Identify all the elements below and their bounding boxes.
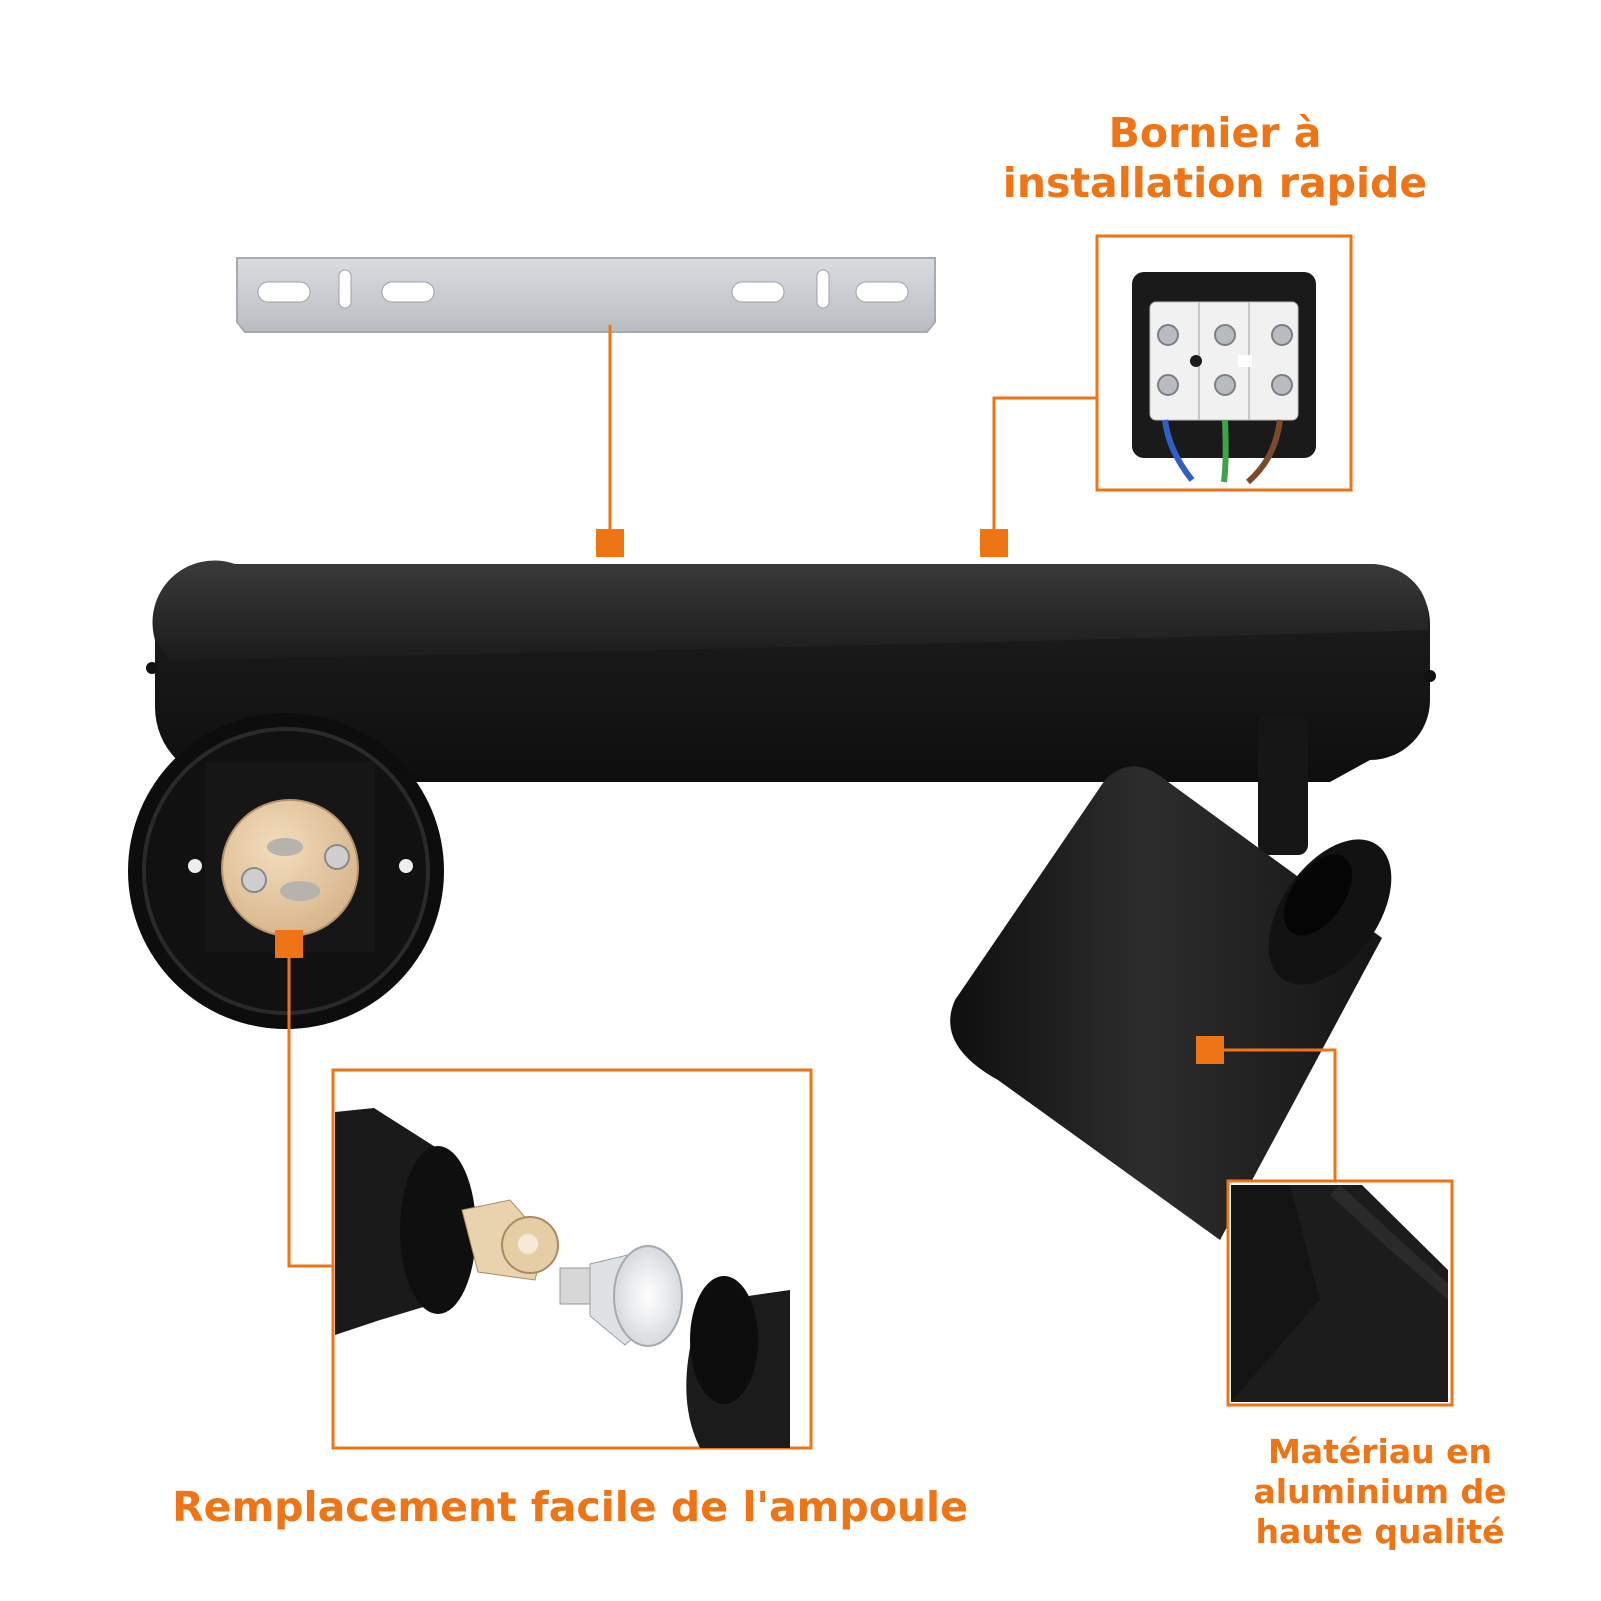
material-caption-line-1: Matériau en	[1268, 1432, 1492, 1471]
left-spotlight	[128, 705, 444, 1029]
material-inset	[1226, 1179, 1454, 1407]
right-spotlight	[950, 715, 1392, 1240]
terminal-block-inset	[1095, 234, 1353, 492]
socket-leader-line	[275, 930, 333, 1268]
terminal-block-caption: Bornier à installation rapide	[980, 108, 1450, 208]
bulb-replacement-inset	[331, 1068, 813, 1450]
gu10-bulb	[559, 1245, 683, 1347]
terminal-block-caption-line-2: installation rapide	[1002, 159, 1428, 207]
ceiling-bar	[146, 560, 1436, 782]
mounting-bracket	[236, 257, 936, 333]
terminal-screws	[1157, 324, 1293, 396]
material-leader-line	[1196, 1036, 1337, 1181]
material-caption: Matériau en aluminium de haute qualité	[1200, 1432, 1560, 1552]
terminal-leader-line	[980, 396, 1097, 557]
material-caption-line-3: haute qualité	[1255, 1512, 1505, 1551]
material-caption-line-2: aluminium de	[1253, 1472, 1507, 1511]
terminal-block-caption-line-1: Bornier à	[1108, 109, 1322, 157]
bulb-replacement-caption: Remplacement facile de l'ampoule	[172, 1483, 968, 1531]
gu10-socket	[221, 799, 359, 937]
bracket-leader-line	[596, 325, 624, 557]
